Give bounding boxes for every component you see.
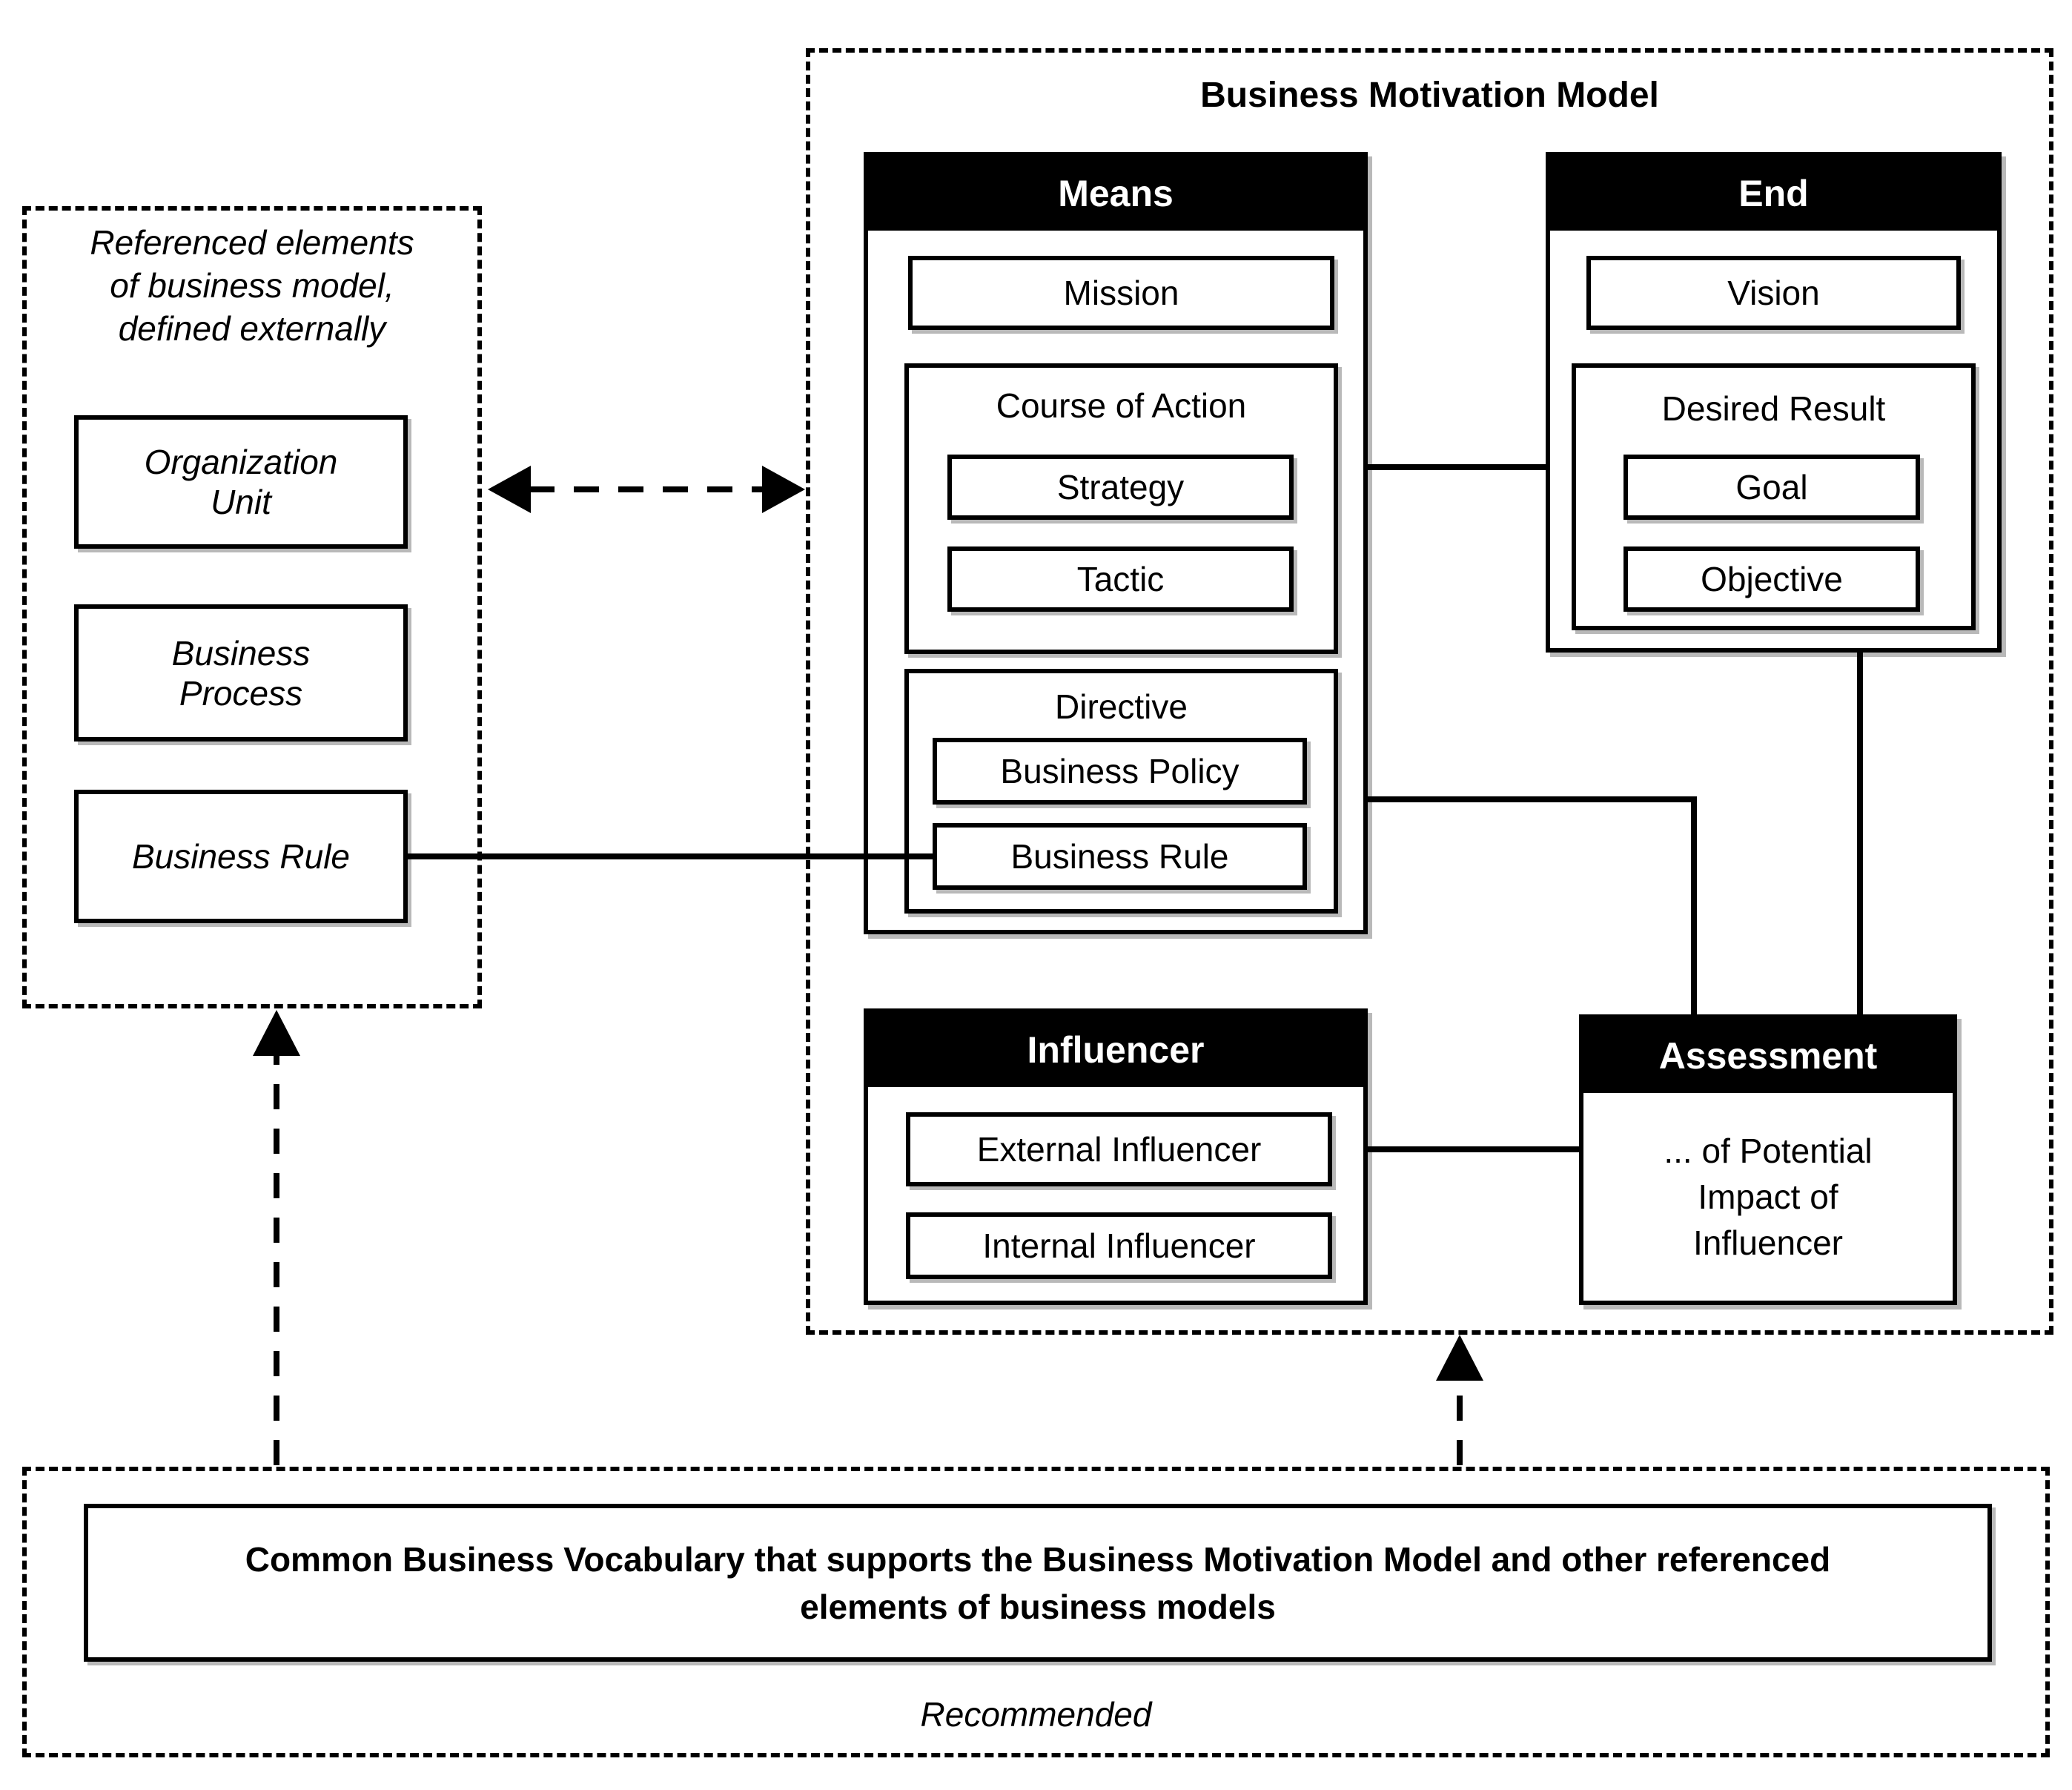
vocabulary-line: elements of business models <box>800 1587 1276 1626</box>
desired-result-box: Desired Result Goal Objective <box>1572 363 1976 630</box>
means-header: Means <box>868 156 1363 231</box>
assessment-header: Assessment <box>1583 1019 1953 1093</box>
business-process-label: Business Process <box>172 633 311 713</box>
vision-label: Vision <box>1727 274 1820 312</box>
label-line: Process <box>179 673 303 713</box>
referenced-elements-box: Referenced elements of business model, d… <box>22 206 482 1008</box>
assessment-body-text: ... of Potential Impact of Influencer <box>1583 1093 1953 1301</box>
assessment-line: Impact of <box>1698 1178 1838 1216</box>
business-rule-label: Business Rule <box>1010 837 1229 876</box>
referenced-elements-heading: Referenced elements of business model, d… <box>27 221 477 350</box>
directive-box: Directive Business Policy Business Rule <box>904 669 1338 914</box>
means-panel: Means Mission Course of Action Strategy … <box>864 152 1368 934</box>
strategy-label: Strategy <box>1056 468 1185 506</box>
goal-label: Goal <box>1735 468 1808 506</box>
business-process-box: Business Process <box>74 604 408 742</box>
external-influencer-label: External Influencer <box>976 1130 1262 1169</box>
internal-influencer-box: Internal Influencer <box>906 1212 1332 1279</box>
external-influencer-box: External Influencer <box>906 1112 1332 1186</box>
assessment-line: ... of Potential <box>1664 1132 1873 1170</box>
bmm-title: Business Motivation Model <box>1200 76 1659 115</box>
objective-label: Objective <box>1701 560 1843 598</box>
influencer-header: Influencer <box>868 1013 1363 1087</box>
vocabulary-referenced-arrow <box>253 1010 300 1465</box>
mission-box: Mission <box>908 256 1334 330</box>
recommended-caption: Recommended <box>920 1695 1152 1734</box>
vocabulary-line: Common Business Vocabulary that supports… <box>245 1539 1831 1579</box>
course-of-action-box: Course of Action Strategy Tactic <box>904 363 1338 654</box>
heading-line: Referenced elements <box>90 223 414 262</box>
objective-box: Objective <box>1623 546 1920 612</box>
business-motivation-model-box: Business Motivation Model Means Mission … <box>806 48 2053 1335</box>
double-arrow-right-arrowhead-icon <box>762 466 805 513</box>
desired-result-label: Desired Result <box>1661 389 1886 428</box>
referenced-business-rule-box: Business Rule <box>74 790 408 923</box>
assessment-panel: Assessment ... of Potential Impact of In… <box>1579 1014 1957 1305</box>
vocabulary-bmm-arrow <box>1436 1335 1483 1465</box>
label-line: Business <box>171 633 311 673</box>
vocabulary-box: Common Business Vocabulary that supports… <box>84 1504 1992 1662</box>
heading-line: defined externally <box>118 309 386 348</box>
up-arrowhead-icon <box>253 1010 300 1056</box>
heading-line: of business model, <box>110 266 394 305</box>
business-rule-label: Business Rule <box>131 837 351 876</box>
influencer-panel: Influencer External Influencer Internal … <box>864 1008 1368 1305</box>
tactic-label: Tactic <box>1076 560 1165 598</box>
end-panel: End Vision Desired Result Goal Objective <box>1546 152 2002 653</box>
end-header: End <box>1550 156 1997 231</box>
organization-unit-box: Organization Unit <box>74 415 408 549</box>
label-line: Organization <box>144 443 338 481</box>
goal-box: Goal <box>1623 455 1920 520</box>
directive-business-rule-box: Business Rule <box>933 823 1307 890</box>
influencer-body: External Influencer Internal Influencer <box>868 1087 1363 1301</box>
referenced-bmm-double-arrow <box>488 466 805 513</box>
double-arrow-left-arrowhead-icon <box>488 466 531 513</box>
tactic-box: Tactic <box>947 546 1294 612</box>
means-body: Mission Course of Action Strategy Tactic… <box>868 231 1363 930</box>
mission-label: Mission <box>1063 274 1179 312</box>
business-policy-box: Business Policy <box>933 738 1307 805</box>
strategy-box: Strategy <box>947 455 1294 520</box>
up-arrowhead-icon <box>1436 1335 1483 1381</box>
end-body: Vision Desired Result Goal Objective <box>1550 231 1997 648</box>
business-policy-label: Business Policy <box>1000 752 1239 790</box>
organization-unit-label: Organization Unit <box>145 442 338 522</box>
vision-box: Vision <box>1586 256 1961 330</box>
internal-influencer-label: Internal Influencer <box>982 1226 1256 1265</box>
label-line: Unit <box>211 483 271 521</box>
assessment-body: ... of Potential Impact of Influencer <box>1583 1093 1953 1301</box>
directive-label: Directive <box>1055 687 1188 726</box>
course-of-action-label: Course of Action <box>996 386 1247 425</box>
assessment-line: Influencer <box>1692 1223 1843 1262</box>
vocabulary-outer-box: Common Business Vocabulary that supports… <box>22 1467 2050 1757</box>
